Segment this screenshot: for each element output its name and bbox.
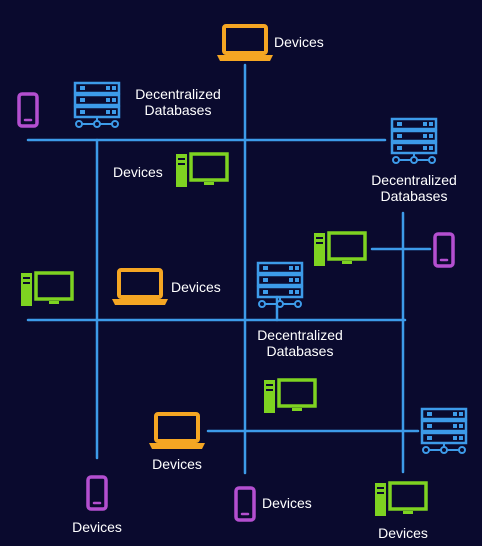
label-db-center-line1: Decentralized [257, 327, 343, 343]
network-lines [26, 63, 432, 475]
label-devices-upper-center: Devices [113, 164, 163, 180]
label-devices-lower: Devices [152, 456, 202, 472]
laptop-icon [217, 24, 273, 61]
desktop-icon [375, 481, 428, 516]
label-devices-bottom-center: Devices [262, 495, 312, 511]
label-db-top-right-line2: Databases [380, 188, 448, 204]
phone-icon [86, 475, 108, 511]
desktop-icon [176, 152, 229, 187]
label-devices-bottom-right: Devices [378, 525, 428, 541]
laptop-icon [149, 412, 205, 449]
label-devices-left: Devices [171, 279, 221, 295]
server-icon [420, 407, 468, 454]
server-icon [256, 261, 304, 308]
phone-icon [234, 486, 256, 522]
label-db-top-right-line1: Decentralized [371, 172, 457, 188]
server-icon [390, 117, 438, 164]
label-db-top-left-line2: Databases [144, 102, 212, 118]
label-db-center-line2: Databases [266, 343, 334, 359]
server-icon [73, 81, 121, 128]
desktop-icon [314, 231, 367, 266]
label-devices-top: Devices [274, 34, 324, 50]
phone-icon [433, 232, 455, 268]
desktop-icon [21, 271, 74, 306]
desktop-icon [264, 378, 317, 413]
label-db-top-left-line1: Decentralized [135, 86, 221, 102]
laptop-icon [112, 268, 168, 305]
label-devices-bottom-left: Devices [72, 519, 122, 535]
network-icons [17, 24, 468, 522]
phone-icon [17, 92, 39, 128]
